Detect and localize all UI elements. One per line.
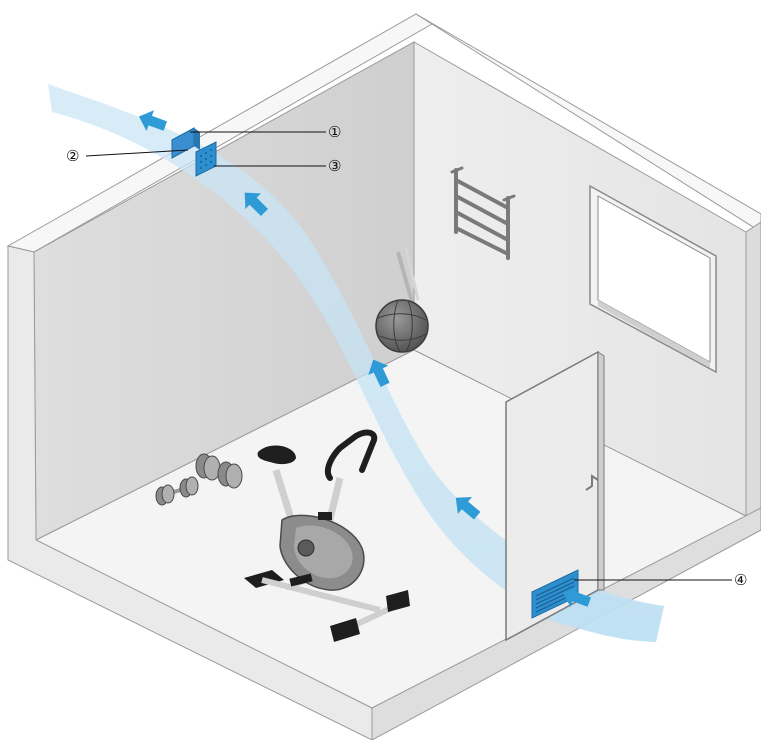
- callout-label-3: ③: [328, 157, 341, 175]
- callout-label-1: ①: [328, 123, 341, 141]
- callout-label-2: ②: [66, 147, 79, 165]
- callout-label-4: ④: [734, 571, 747, 589]
- right-wall-edge: [746, 222, 761, 516]
